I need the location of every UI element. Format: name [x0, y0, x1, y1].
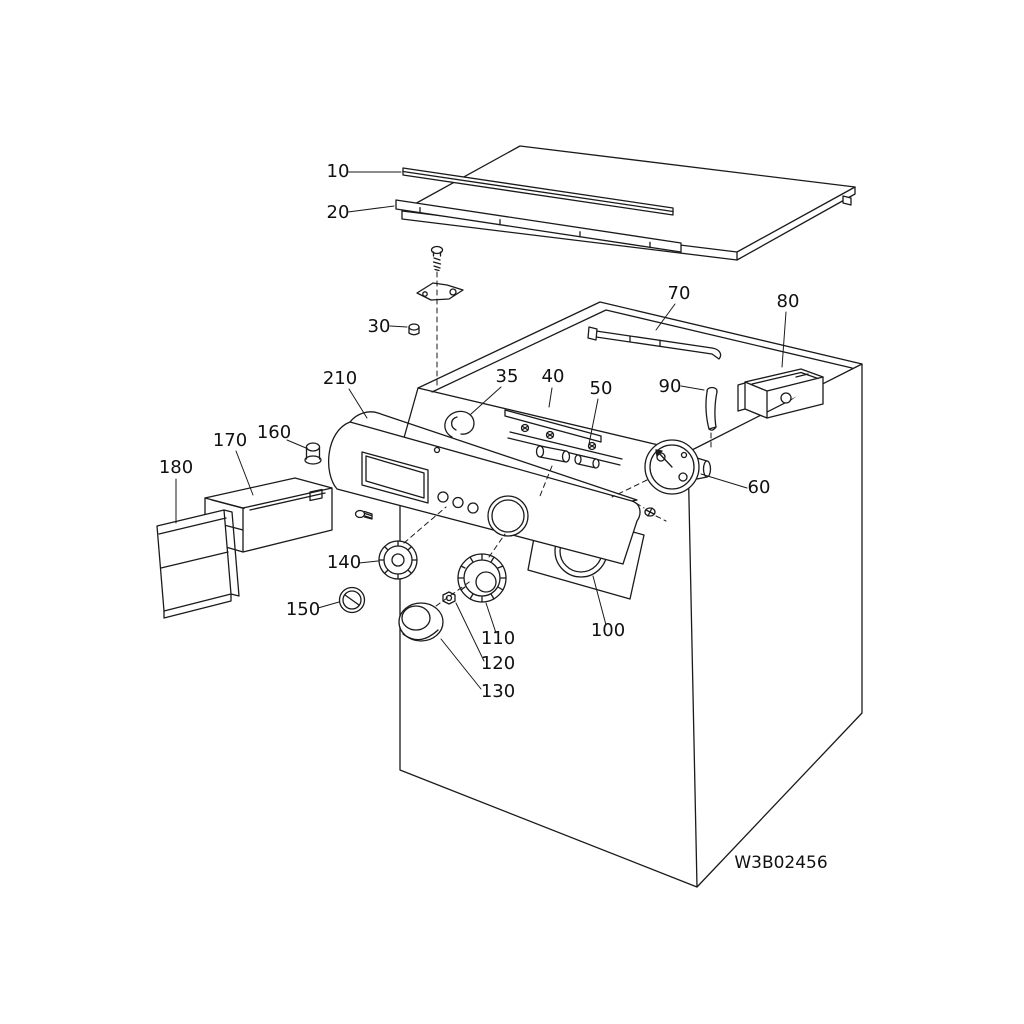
leader-150 [317, 601, 340, 609]
screw-console [354, 509, 373, 520]
leader-210 [348, 388, 368, 419]
part-label-30: 30 [368, 316, 391, 337]
crossbar-70 [587, 326, 722, 360]
leader-120 [455, 602, 485, 662]
plug-30 [408, 323, 420, 336]
part-label-60: 60 [748, 477, 771, 498]
leader-80 [781, 311, 787, 368]
part-labels: 10 20 30 35 40 50 60 70 80 90 100 110 12… [159, 161, 828, 873]
knob-130 [398, 602, 444, 642]
part-label-20: 20 [327, 202, 350, 223]
part-label-80: 80 [777, 291, 800, 312]
leader-170 [235, 450, 254, 496]
part-label-70: 70 [668, 283, 691, 304]
part-label-130: 130 [481, 681, 515, 702]
part-label-170: 170 [213, 430, 247, 451]
knob-110 [457, 553, 507, 603]
hinge-bracket [416, 282, 464, 301]
part-label-50: 50 [590, 378, 613, 399]
bracket-80 [737, 368, 824, 419]
control-panel-210 [327, 411, 641, 565]
leader-35 [470, 386, 502, 415]
bracket-40 [504, 409, 602, 451]
part-label-35: 35 [496, 366, 519, 387]
leader-20 [347, 205, 395, 213]
leader-110 [485, 602, 497, 634]
alignment-dashes [403, 271, 712, 607]
part-label-180: 180 [159, 457, 193, 478]
trim-strip-10 [402, 167, 674, 216]
hook-35 [444, 410, 475, 438]
button-160 [304, 442, 322, 465]
part-label-160: 160 [257, 422, 291, 443]
diagram-code: W3B02456 [734, 853, 827, 873]
leader-50 [588, 398, 599, 445]
trim-strip-20 [395, 199, 682, 253]
timer-60 [644, 439, 712, 495]
part-label-40: 40 [542, 366, 565, 387]
drawer-front-180 [156, 509, 240, 619]
leader-40 [548, 387, 553, 408]
part-label-90: 90 [659, 376, 682, 397]
leader-60 [700, 473, 748, 489]
part-label-140: 140 [327, 552, 361, 573]
leader-160 [286, 439, 307, 449]
leader-140 [358, 560, 379, 564]
leader-90 [680, 385, 705, 391]
leader-lines [175, 171, 787, 690]
lamp-assembly-50 [507, 431, 623, 469]
part-label-120: 120 [481, 653, 515, 674]
part-label-10: 10 [327, 161, 350, 182]
dispenser-housing-170 [204, 477, 333, 553]
knob-150 [338, 586, 366, 614]
part-label-110: 110 [481, 628, 515, 649]
part-label-150: 150 [286, 599, 320, 620]
leader-30 [389, 325, 408, 328]
part-label-210: 210 [323, 368, 357, 389]
lever-90 [705, 386, 718, 431]
lid-panel [401, 145, 856, 261]
knob-140 [378, 540, 418, 580]
leader-100 [592, 575, 607, 626]
leader-130 [440, 638, 482, 690]
mounting-screw [430, 245, 444, 272]
leader-70 [655, 303, 676, 331]
part-label-100: 100 [591, 620, 625, 641]
screw-60 [644, 507, 656, 517]
